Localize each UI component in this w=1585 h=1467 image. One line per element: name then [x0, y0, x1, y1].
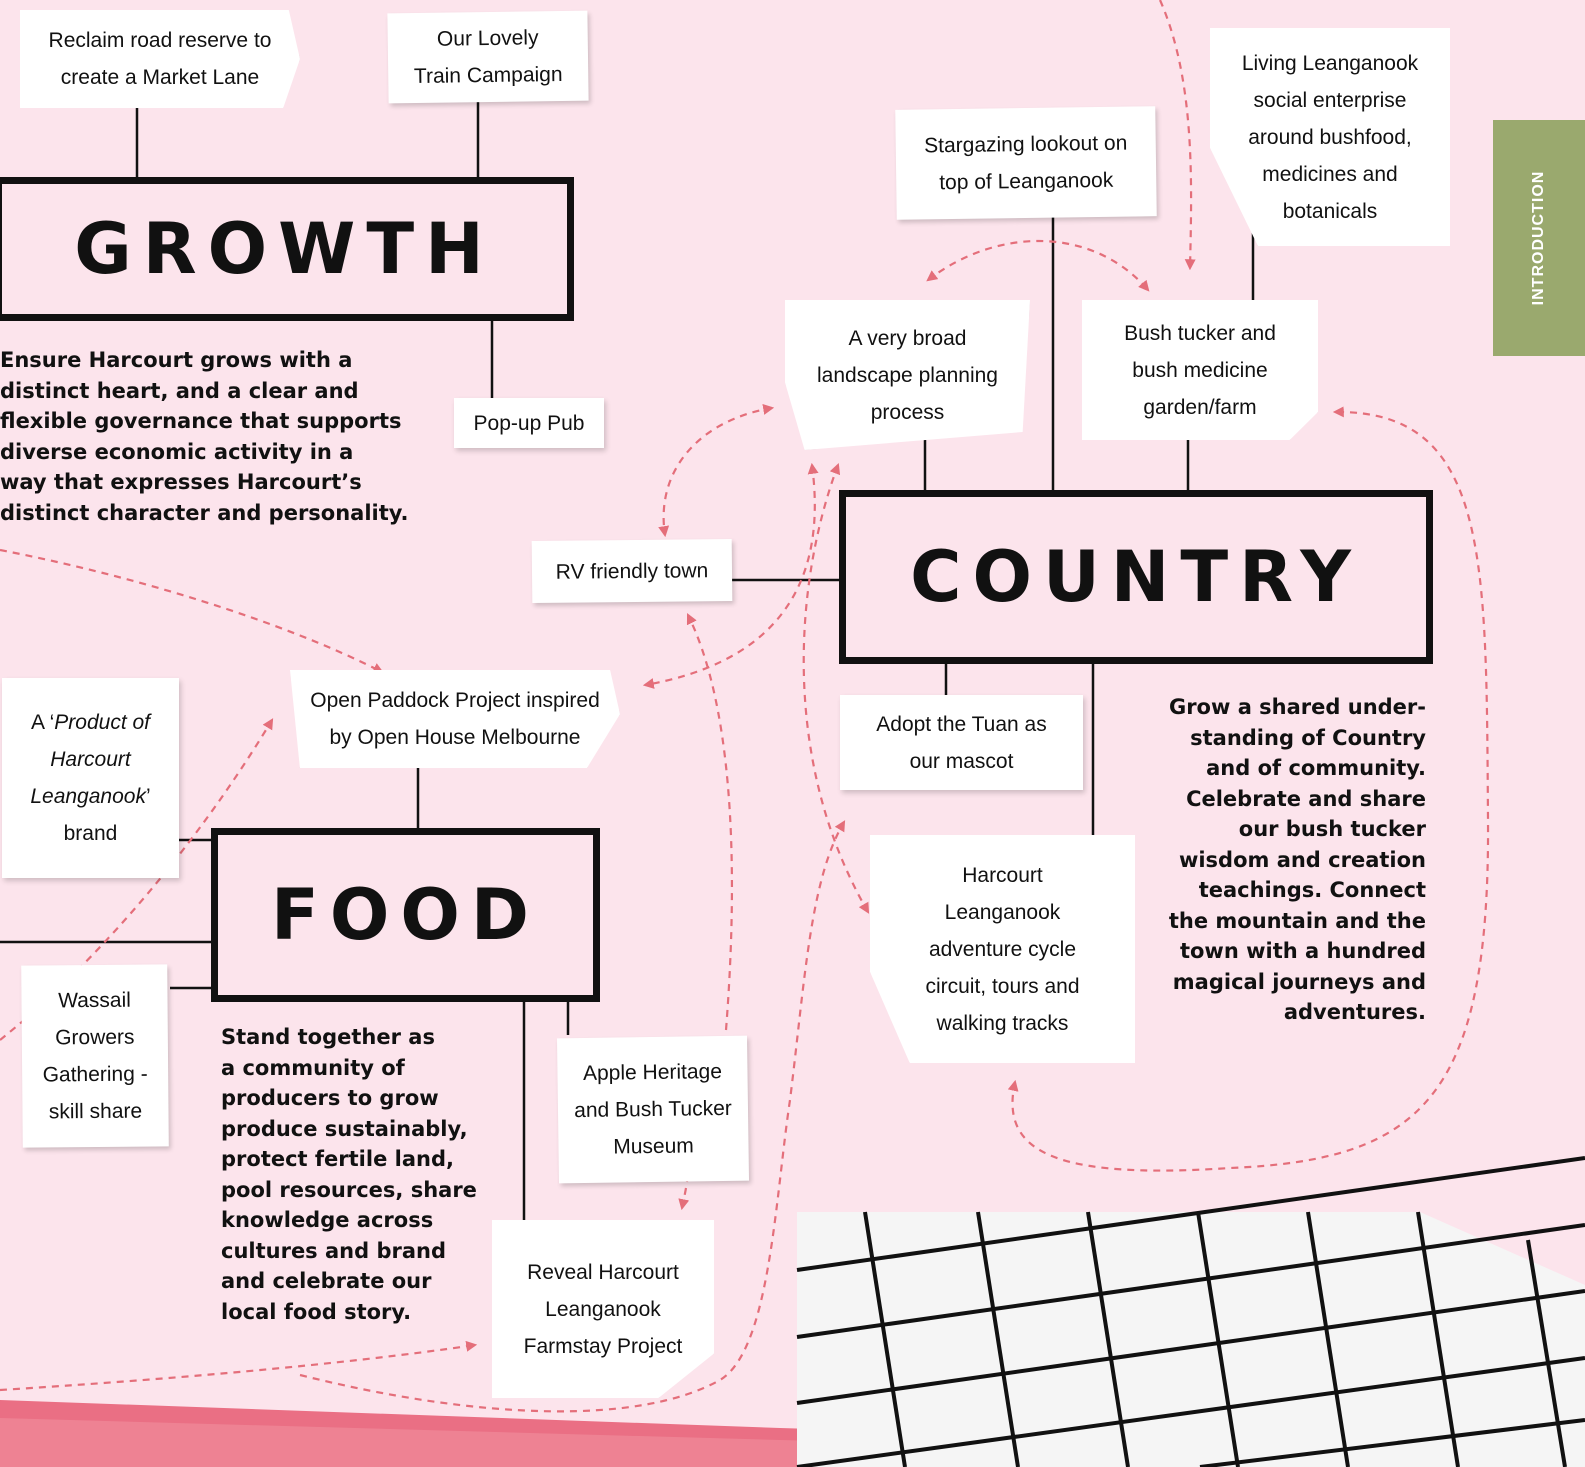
card-cycle-circuit: Harcourt Leanganook adventure cycle circ… [870, 835, 1135, 1063]
card-landscape-planning: A very broad landscape planning process [785, 300, 1030, 450]
card-adopt-tuan: Adopt the Tuan as our mascot [840, 695, 1083, 790]
theme-growth-title: GROWTH [74, 208, 495, 290]
card-living-leanganook: Living Leanganook social enterprise arou… [1210, 28, 1450, 246]
theme-country-title: COUNTRY [910, 536, 1362, 618]
card-open-paddock: Open Paddock Project inspired by Open Ho… [290, 670, 620, 768]
card-market-lane: Reclaim road reserve to create a Market … [20, 10, 300, 108]
theme-growth-box: GROWTH [0, 177, 574, 321]
introduction-tab[interactable]: INTRODUCTION [1493, 120, 1585, 356]
arrow-farmstay-to-cycle [299, 820, 846, 1413]
card-product-brand: A ‘Product of Harcourt Leanganook’ brand [2, 678, 179, 878]
card-rv-friendly: RV friendly town [531, 538, 733, 604]
arrow-apple-to-rv [686, 613, 734, 1031]
arrow-bottom-to-farmstay [0, 1340, 478, 1392]
food-description: Stand together as a community of produce… [221, 1025, 477, 1324]
card-wassail: Wassail Growers Gathering - skill share [21, 964, 169, 1148]
card-apple-heritage: Apple Heritage and Bush Tucker Museum [556, 1035, 750, 1184]
theme-country-box: COUNTRY [839, 490, 1433, 664]
card-stargazing: Stargazing lookout on top of Leanganook [895, 106, 1157, 220]
card-farmstay: Reveal Harcourt Leanganook Farmstay Proj… [492, 1220, 714, 1398]
card-bush-tucker-garden: Bush tucker and bush medicine garden/far… [1082, 300, 1318, 440]
card-train-campaign: Our Lovely Train Campaign [387, 10, 589, 104]
theme-food-box: FOOD [211, 828, 600, 1002]
growth-description: Ensure Harcourt grows with a distinct he… [0, 348, 409, 525]
arrow-landscape-bush-tucker [926, 239, 1150, 292]
arrow-landscape-cycle [802, 462, 870, 914]
country-description: Grow a shared under- standing of Country… [1168, 695, 1426, 1024]
card-popup-pub: Pop-up Pub [454, 398, 604, 448]
arrow-landscape-open-paddock [642, 462, 819, 689]
theme-food-title: FOOD [271, 874, 540, 956]
arrow-left-to-open-paddock [0, 548, 384, 673]
introduction-tab-label: INTRODUCTION [1530, 170, 1547, 306]
arrow-top-to-bush-tucker [1158, 0, 1196, 271]
